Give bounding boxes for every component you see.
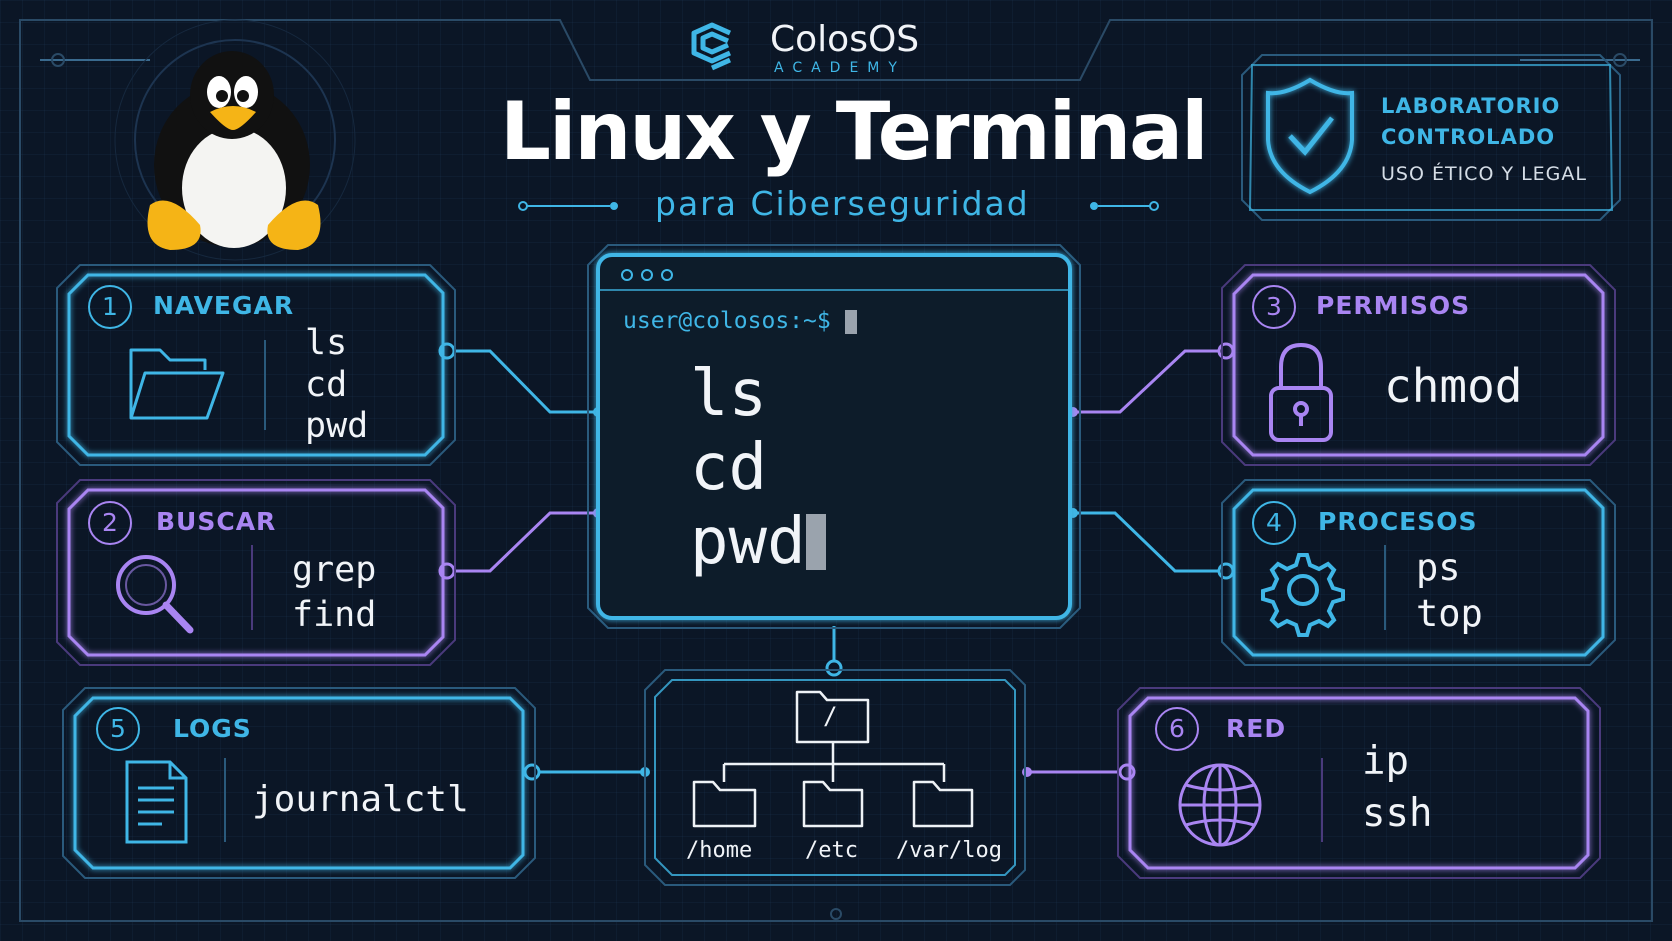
terminal-command: cd [690, 431, 768, 505]
card-4-command: ps [1416, 546, 1461, 589]
card-6-command: ip [1362, 739, 1409, 784]
folder-etc-icon [802, 780, 864, 828]
card-2-number: 2 [88, 501, 132, 545]
card-2-command: find [292, 595, 377, 635]
card-4-command: top [1416, 592, 1483, 635]
card-1-command: pwd [305, 406, 369, 446]
brand-name: ColosOS [770, 19, 920, 60]
folder-home-icon [692, 780, 757, 828]
lab-badge-frame [1241, 54, 1621, 221]
badge-line-3: USO ÉTICO Y LEGAL [1381, 163, 1587, 185]
card-6-command: ssh [1362, 791, 1433, 836]
card-5-frame [62, 687, 536, 879]
filesystem-tree [722, 690, 946, 782]
badge-line-1: LABORATORIO [1381, 94, 1561, 118]
badge-line-2: CONTROLADO [1381, 125, 1556, 149]
card-2-command: grep [292, 550, 377, 590]
card-1-number: 1 [88, 285, 132, 329]
globe-icon [1178, 763, 1262, 847]
card-1-command: cd [305, 365, 348, 405]
card-6-frame [1117, 687, 1601, 879]
gear-icon [1261, 553, 1345, 637]
padlock-icon [1269, 342, 1333, 442]
card-4-frame [1221, 479, 1616, 666]
brand-subtitle: ACADEMY [774, 60, 906, 76]
card-6-title: RED [1226, 714, 1287, 743]
subtitle-decoration [518, 201, 1159, 211]
card-6-number: 6 [1155, 707, 1199, 751]
folder-varlog-icon [912, 780, 974, 828]
colosos-logo-icon [691, 22, 732, 71]
card-3-number: 3 [1252, 285, 1296, 329]
card-1-title: NAVEGAR [153, 291, 295, 320]
card-4-number: 4 [1252, 501, 1296, 545]
page-title: Linux y Terminal [500, 85, 1209, 178]
folder-icon [129, 348, 225, 420]
fs-home-label: /home [686, 838, 753, 863]
card-1-command: ls [305, 323, 348, 363]
connectors [447, 349, 1226, 774]
outer-frame [19, 19, 1653, 922]
card-5-command: journalctl [252, 779, 469, 820]
card-2-frame [56, 479, 456, 666]
card-4-title: PROCESOS [1318, 507, 1478, 536]
magnifier-icon [116, 555, 194, 634]
card-5-title: LOGS [173, 714, 252, 743]
terminal-prompt: user@colosos:~$ [623, 308, 857, 334]
card-3-frame [1221, 264, 1616, 466]
card-5-number: 5 [96, 707, 140, 751]
shield-check-icon [1266, 77, 1354, 195]
card-2-title: BUSCAR [156, 507, 277, 536]
fs-varlog-label: /var/log [896, 838, 1002, 863]
linux-penguin-icon [114, 19, 356, 261]
card-1-frame [56, 264, 456, 466]
card-3-title: PERMISOS [1316, 291, 1471, 320]
fs-root-label: / [823, 702, 838, 730]
fs-etc-label: /etc [805, 838, 858, 863]
filesystem-frame [644, 669, 1026, 886]
card-3-command: chmod [1384, 359, 1523, 413]
document-icon [125, 760, 188, 844]
page-subtitle: para Ciberseguridad [655, 184, 1030, 223]
terminal-command-active: pwd [690, 506, 826, 578]
terminal-window-frame [587, 244, 1081, 629]
terminal-command: ls [690, 357, 768, 431]
